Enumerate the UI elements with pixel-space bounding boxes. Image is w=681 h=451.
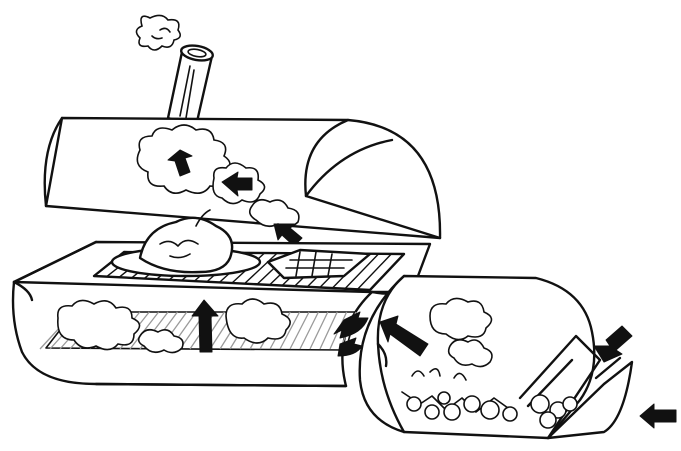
firebox-smoke xyxy=(429,297,493,368)
firebox-airflow-arrows xyxy=(379,315,677,429)
lower-grate-bar xyxy=(309,311,329,350)
up-arrow-icon xyxy=(191,299,219,353)
chamber-smoke xyxy=(56,298,291,354)
grate-bar xyxy=(356,253,392,290)
lower-grate-bar xyxy=(279,311,301,350)
meat xyxy=(110,209,372,280)
coals xyxy=(401,368,578,429)
chamber-airflow-arrows xyxy=(191,299,369,357)
lower-grate-bar xyxy=(299,311,319,350)
stack-smoke xyxy=(135,14,182,51)
up-arrow-icon xyxy=(167,149,193,177)
grate-bar xyxy=(244,253,278,285)
curved-arrow-icon xyxy=(333,311,369,339)
inflow-arrow-icon xyxy=(639,403,677,429)
curved-arrow-icon xyxy=(379,315,429,357)
inflow-arrow-icon xyxy=(593,325,633,363)
curved-arrow-icon xyxy=(337,337,363,357)
lower-grate-bar xyxy=(319,311,338,350)
grate-bar xyxy=(369,253,405,291)
left-arrow-icon xyxy=(221,171,253,197)
grate-bar xyxy=(344,253,380,290)
diagonal-arrow-icon xyxy=(273,223,303,247)
smokestack xyxy=(166,44,215,128)
lower-grate-bar xyxy=(289,311,310,350)
lid-airflow-arrows xyxy=(167,149,303,247)
